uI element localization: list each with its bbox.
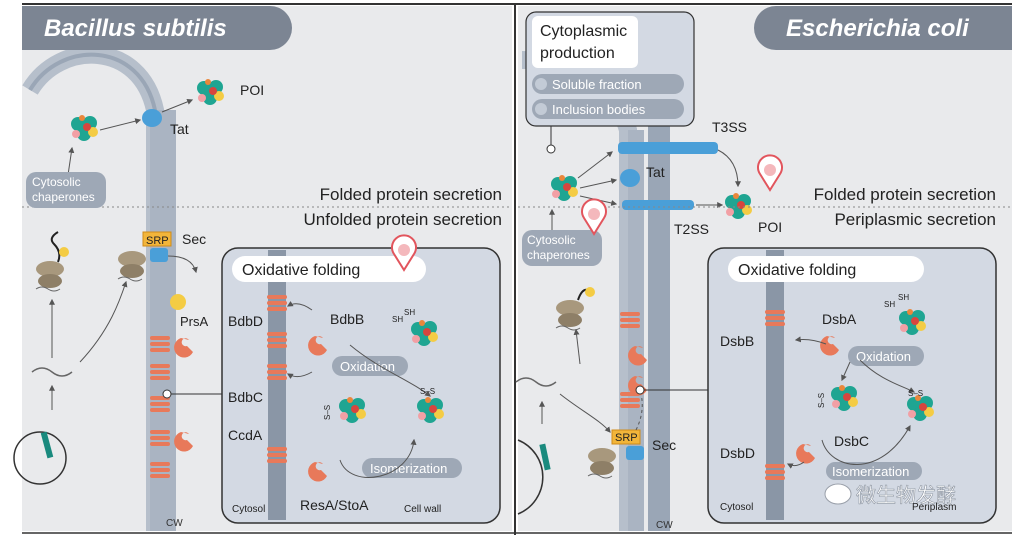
dsbc-label: DsbC — [834, 433, 869, 449]
right-mrna — [515, 377, 557, 387]
dsbd-label: DsbD — [720, 445, 755, 461]
svg-text:SH: SH — [898, 293, 909, 302]
svg-text:S–S: S–S — [908, 389, 923, 398]
left-cell-wall — [150, 110, 176, 531]
svg-text:SH: SH — [404, 308, 415, 317]
t3ss-label: T3SS — [712, 119, 747, 135]
svg-text:SH: SH — [884, 300, 895, 309]
t2ss-transporter — [622, 200, 694, 210]
left-bdbc-label: BdbC — [228, 389, 263, 405]
right-sec-label: Sec — [652, 437, 676, 453]
right-poi-label: POI — [758, 219, 782, 235]
soluble-label: Soluble fraction — [552, 77, 642, 92]
right-plasmid — [517, 439, 544, 515]
left-folded-label: Folded protein secretion — [320, 185, 502, 204]
right-isomerization-label: Isomerization — [832, 464, 909, 479]
left-cellwall-label: Cell wall — [404, 504, 441, 515]
watermark-text: 微生物发酵 — [856, 484, 956, 507]
right-oxidative-box — [707, 247, 997, 524]
soluble-pill — [532, 74, 684, 94]
left-oxidative-title-pill — [232, 256, 426, 282]
left-ccda-label: CcdA — [228, 427, 263, 443]
right-isomerization-pill — [826, 462, 922, 480]
svg-text:S–S: S–S — [323, 405, 332, 420]
inclusion-pill — [532, 99, 684, 119]
right-srp-box — [611, 429, 641, 445]
svg-text:S–S: S–S — [817, 393, 826, 408]
left-plasmid — [13, 431, 67, 485]
right-tat-label: Tat — [646, 164, 665, 180]
left-isomerization-pill — [362, 458, 462, 478]
right-oxidation-label: Oxidation — [856, 349, 911, 364]
production-title: Cytoplasmic production — [540, 23, 632, 62]
inclusion-icon — [535, 103, 547, 115]
left-sec-label: Sec — [182, 231, 206, 247]
t3ss-transporter — [618, 142, 718, 154]
right-cytosol-label: Cytosol — [720, 502, 753, 513]
right-folded-label: Folded protein secretion — [814, 185, 996, 204]
left-chaperones-label: Cytosolic chaperones — [32, 175, 95, 204]
left-oxidation-label: Oxidation — [340, 359, 395, 374]
right-periplasm-label: Periplasm — [912, 502, 956, 513]
right-cell-wall — [628, 130, 644, 531]
left-chaperones-pill — [26, 172, 106, 208]
left-bdbb-label: BdbB — [330, 311, 364, 327]
right-srp-label: SRP — [615, 432, 638, 444]
watermark-wechat-icon — [824, 483, 852, 505]
right-oxidative-title: Oxidative folding — [738, 262, 856, 279]
right-chaperones-pill — [522, 230, 602, 266]
right-cw-label: CW — [656, 520, 673, 531]
right-oxidation-pill — [848, 346, 924, 366]
right-periplasmic-label: Periplasmic secretion — [834, 210, 996, 229]
left-srp-label: SRP — [146, 235, 169, 247]
left-tat-label: Tat — [170, 121, 189, 137]
inclusion-label: Inclusion bodies — [552, 102, 646, 117]
left-srp-box — [142, 231, 172, 247]
right-title: Escherichia coli — [786, 15, 970, 42]
left-mrna — [31, 367, 73, 377]
left-title: Bacillus subtilis — [44, 15, 227, 42]
right-oxidative-title-pill — [728, 256, 924, 282]
right-chaperones-label: Cytosolic chaperones — [527, 233, 590, 262]
right-outer-membrane — [648, 120, 670, 531]
dsba-label: DsbA — [822, 311, 857, 327]
left-oxidative-box — [221, 247, 501, 524]
left-prsa — [170, 294, 186, 310]
left-title-pill — [22, 6, 292, 50]
left-cytosol-label: Cytosol — [232, 504, 265, 515]
dsbb-label: DsbB — [720, 333, 754, 349]
left-poi-label: POI — [240, 82, 264, 98]
left-bdbd-label: BdbD — [228, 313, 263, 329]
left-resa-label: ResA/StoA — [300, 497, 369, 513]
soluble-icon — [535, 78, 547, 90]
right-tat-transporter — [620, 169, 640, 187]
left-unfolded-label: Unfolded protein secretion — [304, 210, 502, 229]
left-prsa-label: PrsA — [180, 314, 209, 329]
right-sec-transporter — [626, 446, 644, 460]
left-cw-label: CW — [166, 518, 183, 529]
svg-text:S–S: S–S — [420, 387, 435, 396]
t2ss-label: T2SS — [674, 221, 709, 237]
left-tat-transporter — [142, 109, 162, 127]
left-sec-transporter — [150, 248, 168, 262]
right-title-pill — [754, 6, 1012, 50]
left-isomerization-label: Isomerization — [370, 461, 447, 476]
svg-text:SH: SH — [392, 315, 403, 324]
left-oxidative-title: Oxidative folding — [242, 262, 360, 279]
